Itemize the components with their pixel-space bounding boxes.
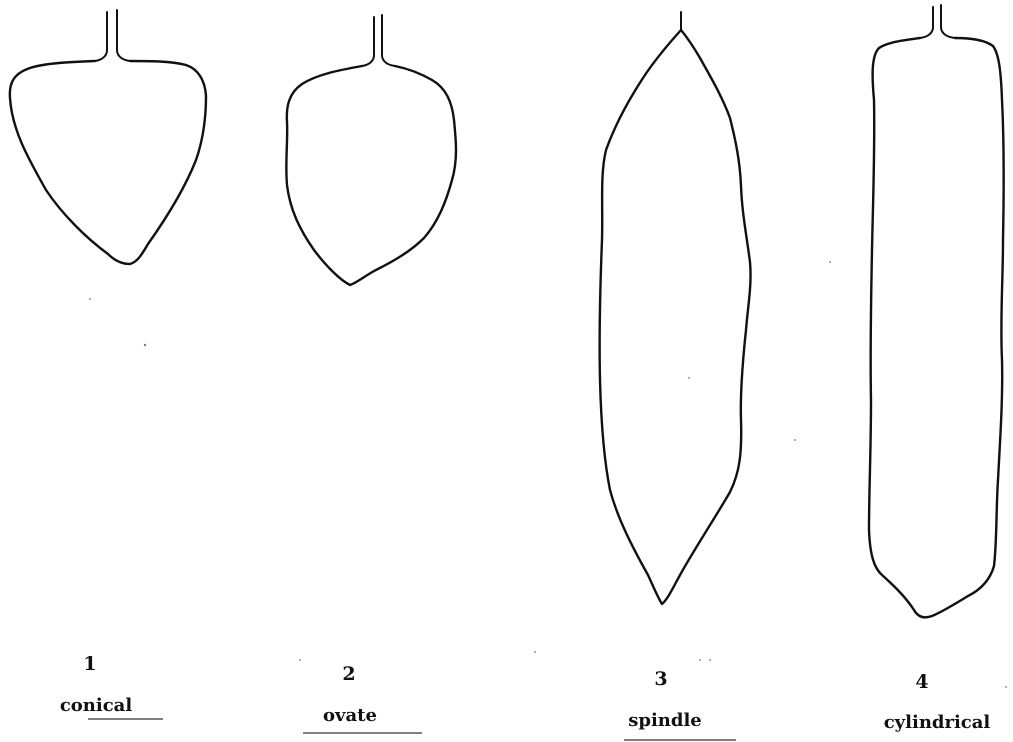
label-group-3: 3 spindle — [624, 668, 736, 740]
shape-ovate — [286, 15, 456, 285]
shape-number-1: 1 — [83, 653, 96, 675]
shape-name-3: spindle — [628, 710, 702, 731]
shape-spindle — [600, 12, 751, 604]
shape-number-3: 3 — [654, 668, 667, 690]
shape-cylindrical — [869, 5, 1004, 617]
shape-number-4: 4 — [915, 671, 928, 693]
outline-spindle — [600, 30, 751, 604]
outline-cylindrical — [869, 38, 1004, 617]
stem-cylindrical — [920, 5, 955, 38]
outline-ovate — [286, 66, 456, 285]
shape-conical — [10, 10, 206, 264]
shape-name-4: cylindrical — [884, 712, 991, 733]
shape-number-2: 2 — [342, 663, 355, 685]
label-group-1: 1 conical — [60, 653, 163, 719]
stem-ovate — [362, 15, 395, 66]
outline-conical — [10, 61, 206, 264]
stem-conical — [95, 10, 130, 61]
shape-name-2: ovate — [323, 705, 377, 726]
label-group-4: 4 cylindrical — [884, 671, 991, 733]
label-group-2: 2 ovate — [303, 663, 422, 733]
shape-name-1: conical — [60, 695, 133, 716]
